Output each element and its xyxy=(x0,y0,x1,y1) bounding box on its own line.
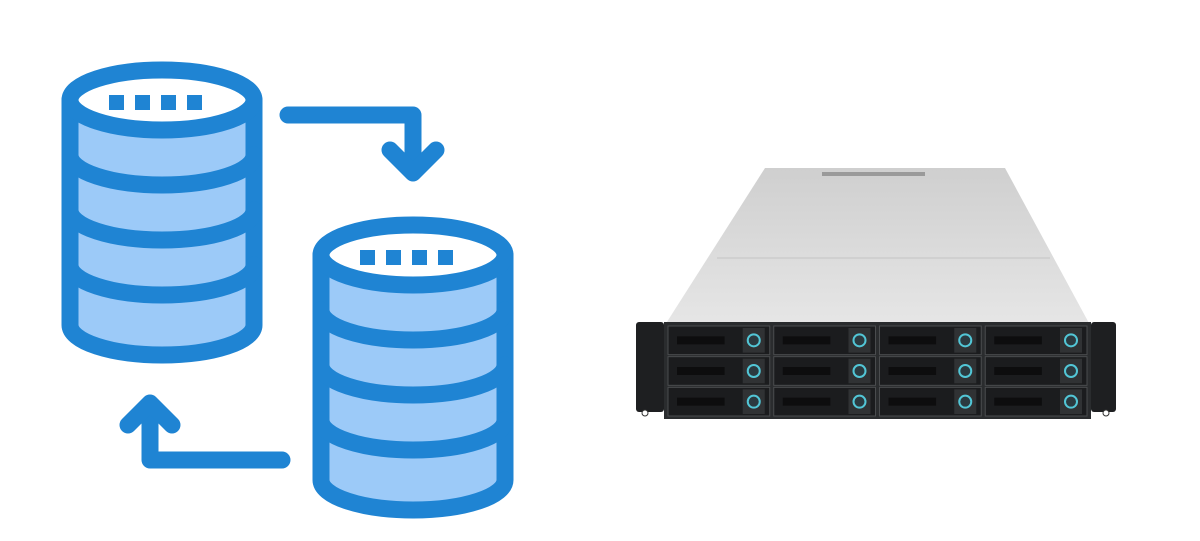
drive-bay-grille xyxy=(677,336,725,345)
drive-bay[interactable] xyxy=(667,325,771,356)
drive-bay[interactable] xyxy=(773,325,876,356)
arrow-left-up-icon xyxy=(119,394,291,469)
drive-bay[interactable] xyxy=(984,356,1088,386)
drive-bay[interactable] xyxy=(667,386,771,417)
drive-bay[interactable] xyxy=(773,356,876,386)
database-replication-icon xyxy=(61,61,514,519)
drive-led-icon xyxy=(746,394,761,409)
drive-led-icon xyxy=(852,333,867,348)
drive-led-icon xyxy=(1064,364,1078,378)
drive-bay-grille xyxy=(782,397,831,406)
arrow-right-down-icon xyxy=(279,106,445,182)
drive-led-icon xyxy=(852,394,867,409)
server-right-ear xyxy=(1091,322,1116,412)
drive-led-icon xyxy=(852,364,867,378)
drive-bay-grille xyxy=(994,336,1042,345)
drive-bay[interactable] xyxy=(879,386,982,417)
drive-led-icon xyxy=(958,333,973,348)
drive-bay-grille xyxy=(782,336,831,345)
drive-led-icon xyxy=(958,364,973,378)
drive-bay-grille xyxy=(994,397,1042,406)
drive-led-icon xyxy=(1064,394,1078,409)
drive-bay-grille xyxy=(888,367,937,375)
server-top-cover xyxy=(665,168,1090,325)
drive-bay-grille xyxy=(888,336,937,345)
drive-bay[interactable] xyxy=(879,325,982,356)
drive-bay[interactable] xyxy=(984,386,1088,417)
drive-bay[interactable] xyxy=(773,386,876,417)
drive-bay[interactable] xyxy=(984,325,1088,356)
drive-led-icon xyxy=(1064,333,1078,348)
drive-bay[interactable] xyxy=(667,356,771,386)
drive-bay-grille xyxy=(677,397,725,406)
server-left-ear xyxy=(636,322,664,412)
drive-led-icon xyxy=(746,333,761,348)
database-icon-secondary xyxy=(312,216,514,519)
rack-server-image xyxy=(636,168,1116,419)
drive-bay[interactable] xyxy=(879,356,982,386)
drive-bay-grille xyxy=(994,367,1042,375)
drive-led-icon xyxy=(746,364,761,378)
server-vent xyxy=(822,172,925,176)
drive-bay-grille xyxy=(888,397,937,406)
drive-led-icon xyxy=(958,394,973,409)
database-icon-primary xyxy=(61,61,263,364)
drive-bay-grille xyxy=(677,367,725,375)
drive-bay-grille xyxy=(782,367,831,375)
